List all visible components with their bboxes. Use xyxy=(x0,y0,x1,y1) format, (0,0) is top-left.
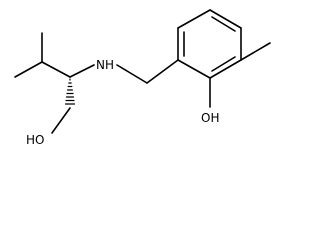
phenol-oh-label: OH xyxy=(201,111,219,125)
bonds xyxy=(14,9,271,134)
ring-double-3 xyxy=(211,56,236,72)
bond-nh-ch2 xyxy=(116,64,148,84)
bond-stereocenter-nh xyxy=(69,64,95,78)
ring-bond-6 xyxy=(177,59,211,79)
atom-labels: NH OH HO xyxy=(26,58,219,147)
bond-ch2-ring xyxy=(146,59,179,84)
ring-bond-2 xyxy=(177,9,211,29)
bond-ring-methyl xyxy=(240,42,271,61)
bond-ipr-ch-stereocenter xyxy=(41,61,71,78)
nh-label: NH xyxy=(96,58,114,72)
ring-double-2 xyxy=(211,16,236,32)
bond-ch2-ho xyxy=(51,107,71,134)
chemical-structure: NH OH HO xyxy=(14,9,271,147)
hashed-wedge-bond xyxy=(64,78,76,105)
ring-bond-3 xyxy=(209,9,242,29)
alcohol-ho-label: HO xyxy=(26,133,44,147)
bond-ipr-ch-methyl-left xyxy=(14,61,43,78)
ring-bond-5 xyxy=(209,59,242,79)
